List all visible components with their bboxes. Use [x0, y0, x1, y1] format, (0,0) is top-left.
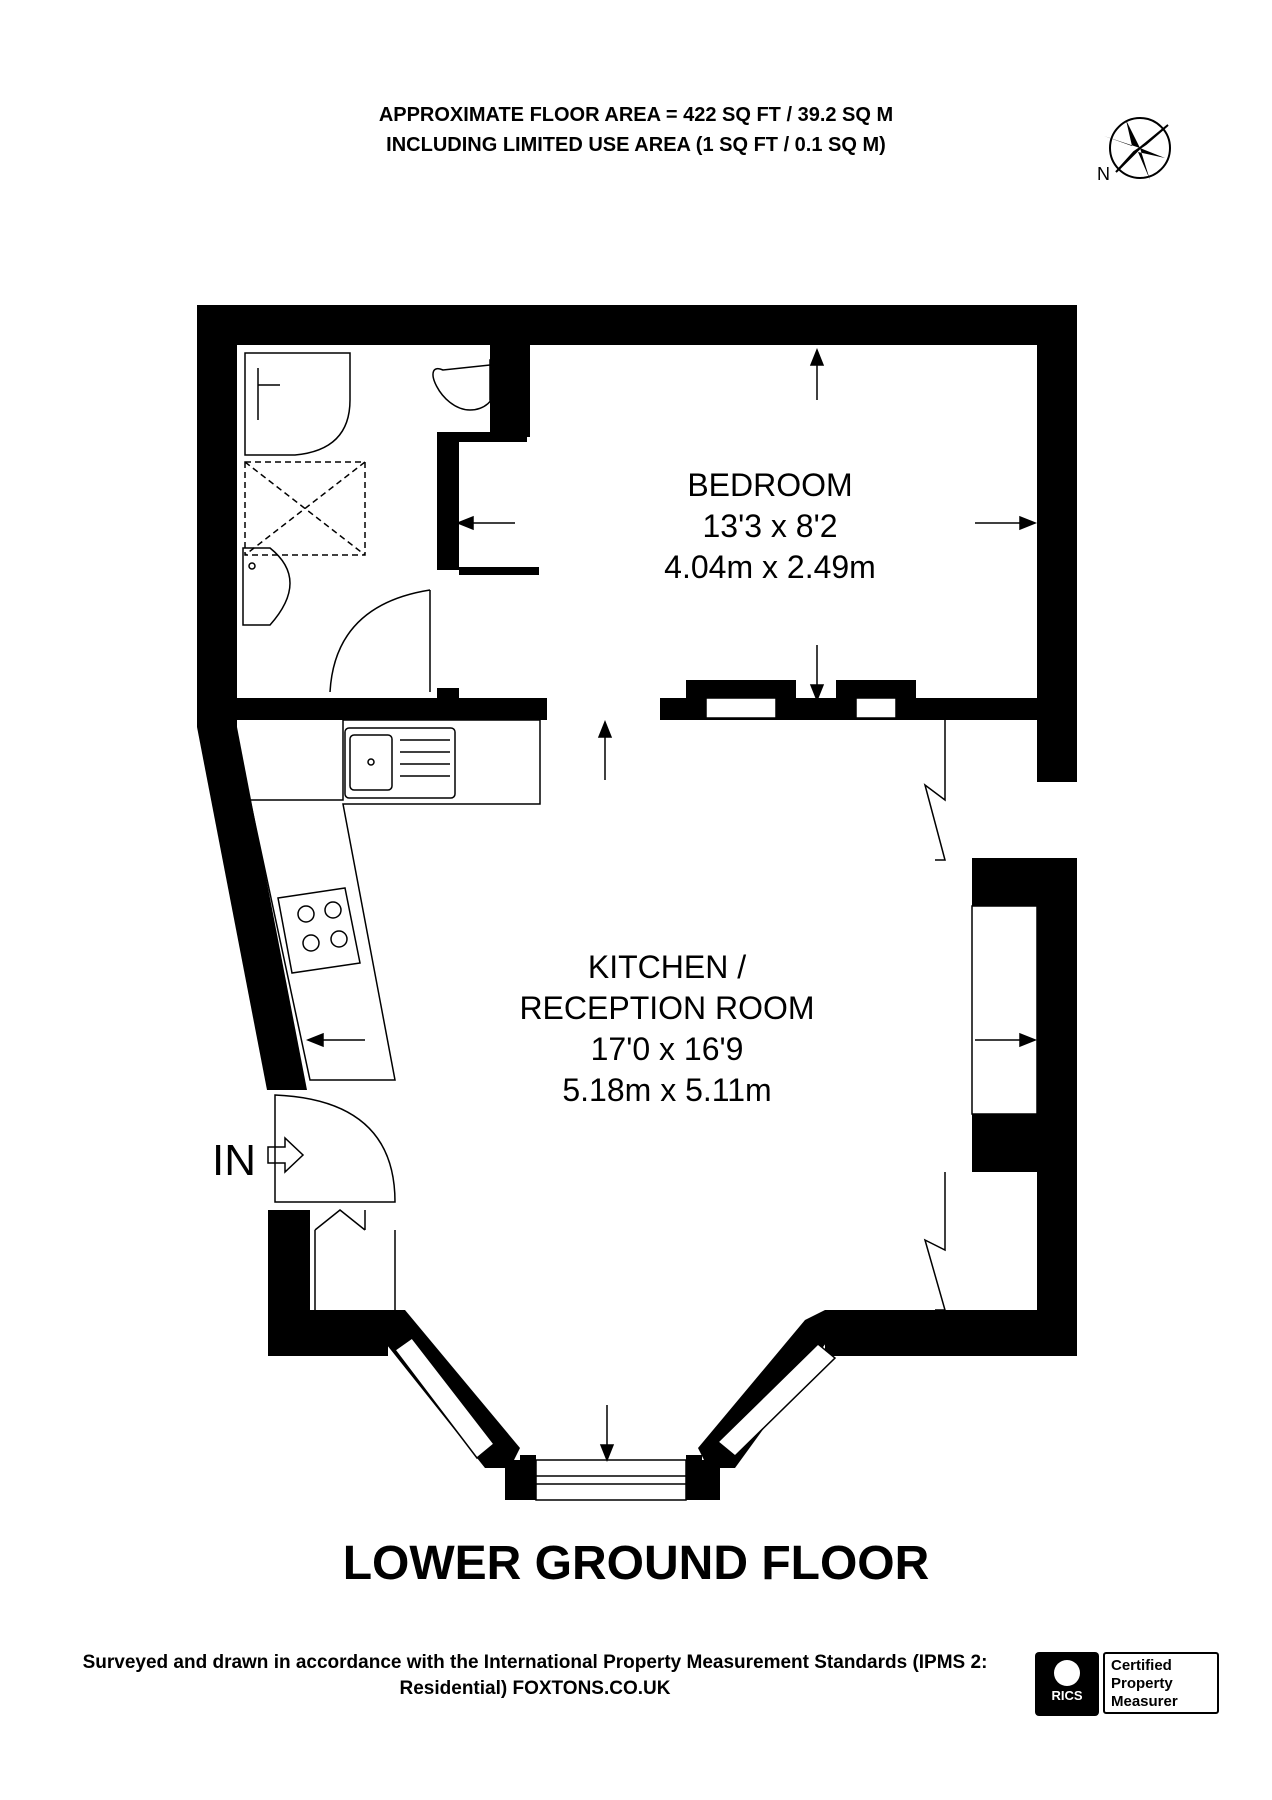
certified-measurer-box: Certified Property Measurer [1103, 1652, 1219, 1714]
floor-area-header: APPROXIMATE FLOOR AREA = 422 SQ FT / 39.… [0, 100, 1272, 160]
badge-line-1: Certified [1111, 1657, 1172, 1674]
bedroom-name: BEDROOM [687, 467, 852, 503]
footer-line-2: Residential) FOXTONS.CO.UK [399, 1678, 671, 1699]
rics-badge: RICS Certified Property Measurer [1035, 1652, 1223, 1716]
compass-north-label: N [1097, 164, 1110, 184]
entrance-arrow-icon [267, 1136, 305, 1174]
kitchen-fixtures [249, 719, 946, 1312]
footer-line-1: Surveyed and drawn in accordance with th… [82, 1652, 988, 1673]
floor-title: LOWER GROUND FLOOR [342, 1537, 930, 1590]
survey-footer: Surveyed and drawn in accordance with th… [40, 1650, 1030, 1702]
badge-line-3: Measurer [1111, 1693, 1178, 1710]
rics-logo-text: RICS [1051, 1688, 1083, 1703]
walls [197, 305, 1077, 1500]
kitchen-name-line2: RECEPTION ROOM [519, 990, 814, 1026]
kitchen-size-imperial: 17'0 x 16'9 [591, 1031, 744, 1067]
approximate-floor-area: APPROXIMATE FLOOR AREA = 422 SQ FT / 39.… [378, 104, 894, 126]
lion-icon [1054, 1660, 1080, 1686]
entrance-label: IN [212, 1136, 256, 1185]
compass-icon: N [1097, 117, 1171, 184]
kitchen-size-metric: 5.18m x 5.11m [562, 1072, 771, 1108]
bedroom-size-metric: 4.04m x 2.49m [664, 549, 876, 585]
windows [393, 697, 1038, 1501]
badge-line-2: Property [1111, 1675, 1173, 1692]
limited-use-area: INCLUDING LIMITED USE AREA (1 SQ FT / 0.… [386, 134, 886, 156]
bedroom-size-imperial: 13'3 x 8'2 [703, 508, 838, 544]
measurement-arrows [267, 347, 1038, 1463]
kitchen-name-line1: KITCHEN / [588, 949, 746, 985]
bathroom-fixtures [242, 352, 501, 693]
rics-logo-icon: RICS [1035, 1652, 1099, 1716]
